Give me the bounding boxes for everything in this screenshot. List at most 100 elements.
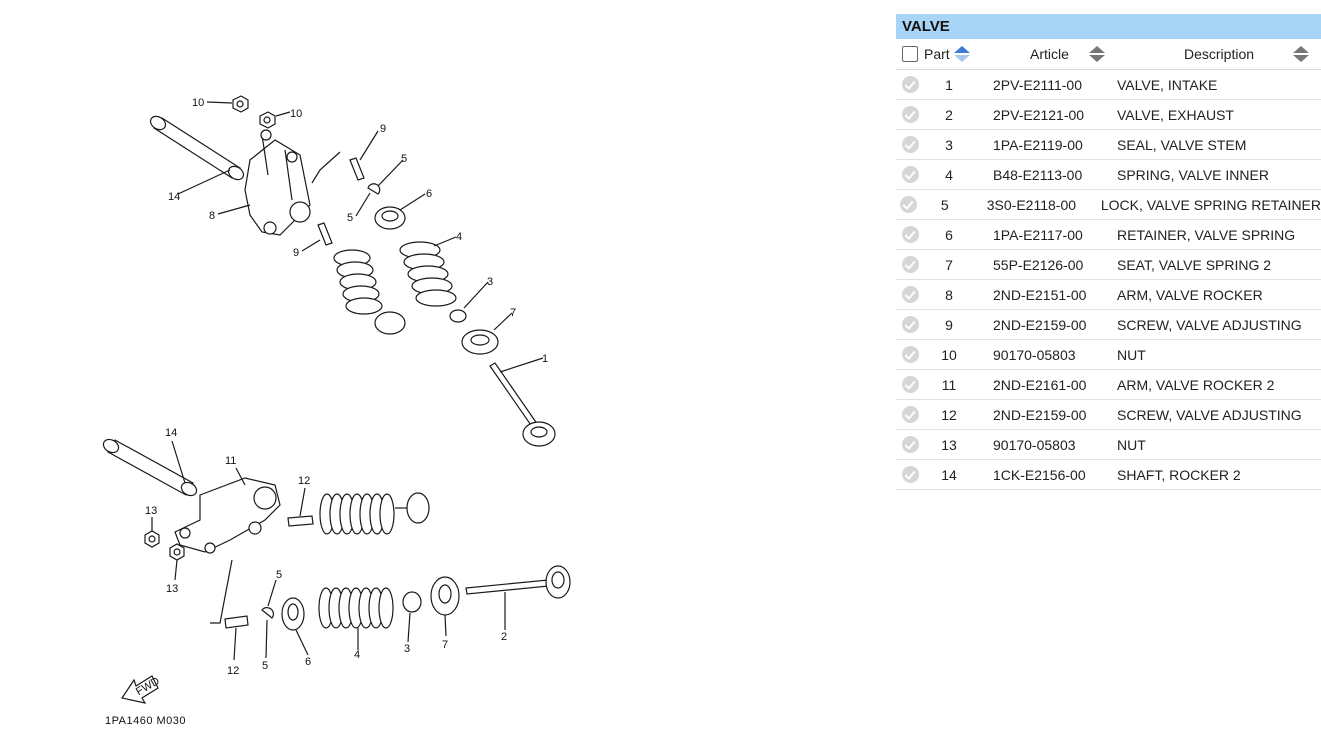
check-icon[interactable]	[901, 226, 919, 243]
part-description: VALVE, INTAKE	[1117, 76, 1218, 93]
part-4-spring-lower-2	[318, 587, 394, 629]
svg-text:10: 10	[290, 108, 302, 120]
part-14-shaft-lower	[102, 438, 198, 497]
article-number[interactable]: B48-E2113-00	[993, 166, 1083, 183]
svg-text:6: 6	[305, 656, 311, 668]
table-row[interactable]: 10 90170-05803 NUT	[896, 340, 1321, 370]
table-row[interactable]: 3 1PA-E2119-00 SEAL, VALVE STEM	[896, 130, 1321, 160]
part-3-7-lower	[402, 576, 460, 616]
part-5-6-upper	[367, 183, 406, 230]
svg-text:4: 4	[354, 649, 360, 661]
svg-text:7: 7	[510, 307, 516, 319]
part-4-spring-lower-1	[319, 492, 430, 535]
part-description: SPRING, VALVE INNER	[1117, 166, 1269, 183]
svg-text:12: 12	[298, 475, 310, 487]
article-number[interactable]: 1PA-E2117-00	[993, 226, 1083, 243]
part-description: NUT	[1117, 346, 1146, 363]
part-number: 4	[945, 166, 953, 183]
part-10-nuts	[232, 95, 276, 129]
article-number[interactable]: 55P-E2126-00	[993, 256, 1084, 273]
sort-icon[interactable]	[1089, 45, 1105, 63]
column-header-part[interactable]: Part	[924, 45, 982, 63]
article-number[interactable]: 2ND-E2161-00	[993, 376, 1087, 393]
check-icon[interactable]	[901, 76, 919, 93]
article-number[interactable]: 3S0-E2118-00	[986, 196, 1077, 213]
article-number[interactable]: 2ND-E2151-00	[993, 286, 1087, 303]
svg-text:13: 13	[166, 583, 178, 595]
check-icon[interactable]	[901, 316, 919, 333]
article-number[interactable]: 1PA-E2119-00	[993, 136, 1083, 153]
svg-text:9: 9	[293, 247, 299, 259]
table-row[interactable]: 12 2ND-E2159-00 SCREW, VALVE ADJUSTING	[896, 400, 1321, 430]
column-header-description[interactable]: Description	[1117, 46, 1321, 62]
part-number: 8	[945, 286, 953, 303]
part-number: 1	[945, 76, 953, 93]
check-icon[interactable]	[901, 346, 919, 363]
svg-text:8: 8	[209, 210, 215, 222]
table-title: VALVE	[896, 14, 1321, 39]
table-row[interactable]: 5 3S0-E2118-00 LOCK, VALVE SPRING RETAINER	[896, 190, 1321, 220]
part-11-rocker-arm-2	[174, 477, 281, 554]
part-description: SCREW, VALVE ADJUSTING	[1117, 316, 1302, 333]
check-icon[interactable]	[901, 436, 919, 453]
article-number[interactable]: 90170-05803	[993, 436, 1076, 453]
svg-text:2: 2	[501, 631, 507, 643]
select-all-checkbox[interactable]	[902, 46, 918, 62]
exploded-parts-diagram: 10 10 9 5 5 6 4 14 8 9 3 7 1	[102, 95, 571, 727]
check-icon[interactable]	[901, 256, 919, 273]
part-description: VALVE, EXHAUST	[1117, 106, 1234, 123]
svg-text:12: 12	[227, 665, 239, 677]
svg-text:14: 14	[165, 427, 177, 439]
article-number[interactable]: 2PV-E2121-00	[993, 106, 1085, 123]
article-number[interactable]: 2PV-E2111-00	[993, 76, 1082, 93]
svg-text:1: 1	[542, 353, 548, 365]
table-row[interactable]: 1 2PV-E2111-00 VALVE, INTAKE	[896, 70, 1321, 100]
part-description: SCREW, VALVE ADJUSTING	[1117, 406, 1302, 423]
part-description: NUT	[1117, 436, 1146, 453]
check-icon[interactable]	[901, 466, 919, 483]
part-description: RETAINER, VALVE SPRING	[1117, 226, 1296, 243]
part-description: SEAL, VALVE STEM	[1117, 136, 1247, 153]
diagram-code: 1PA1460 M030	[105, 715, 186, 727]
check-icon[interactable]	[901, 406, 919, 423]
column-header-article[interactable]: Article	[982, 46, 1117, 62]
article-number[interactable]: 2ND-E2159-00	[993, 316, 1087, 333]
part-number: 3	[945, 136, 953, 153]
check-icon[interactable]	[901, 166, 919, 183]
part-13-nuts	[144, 530, 185, 561]
svg-text:14: 14	[168, 191, 180, 203]
part-description: SEAT, VALVE SPRING 2	[1117, 256, 1272, 273]
article-number[interactable]: 1CK-E2156-00	[993, 466, 1086, 483]
check-icon[interactable]	[901, 136, 919, 153]
article-number[interactable]: 90170-05803	[993, 346, 1076, 363]
parts-table: VALVE Part Article Description 1 2PV-E211…	[896, 14, 1321, 490]
part-description: LOCK, VALVE SPRING RETAINER	[1100, 196, 1321, 213]
svg-text:5: 5	[401, 153, 407, 165]
svg-text:3: 3	[487, 276, 493, 288]
part-number: 12	[941, 406, 957, 423]
part-number: 5	[940, 196, 949, 213]
fwd-arrow-icon: FWD	[121, 675, 162, 704]
svg-text:5: 5	[276, 569, 282, 581]
svg-text:4: 4	[456, 231, 462, 243]
sort-icon[interactable]	[1293, 45, 1309, 63]
article-number[interactable]: 2ND-E2159-00	[993, 406, 1087, 423]
table-row[interactable]: 4 B48-E2113-00 SPRING, VALVE INNER	[896, 160, 1321, 190]
part-2-valve-exhaust	[465, 565, 571, 599]
svg-text:9: 9	[380, 123, 386, 135]
part-number: 10	[941, 346, 957, 363]
check-icon[interactable]	[901, 376, 919, 393]
check-icon[interactable]	[900, 196, 918, 213]
check-icon[interactable]	[901, 286, 919, 303]
check-icon[interactable]	[901, 106, 919, 123]
sort-icon[interactable]	[953, 45, 970, 63]
